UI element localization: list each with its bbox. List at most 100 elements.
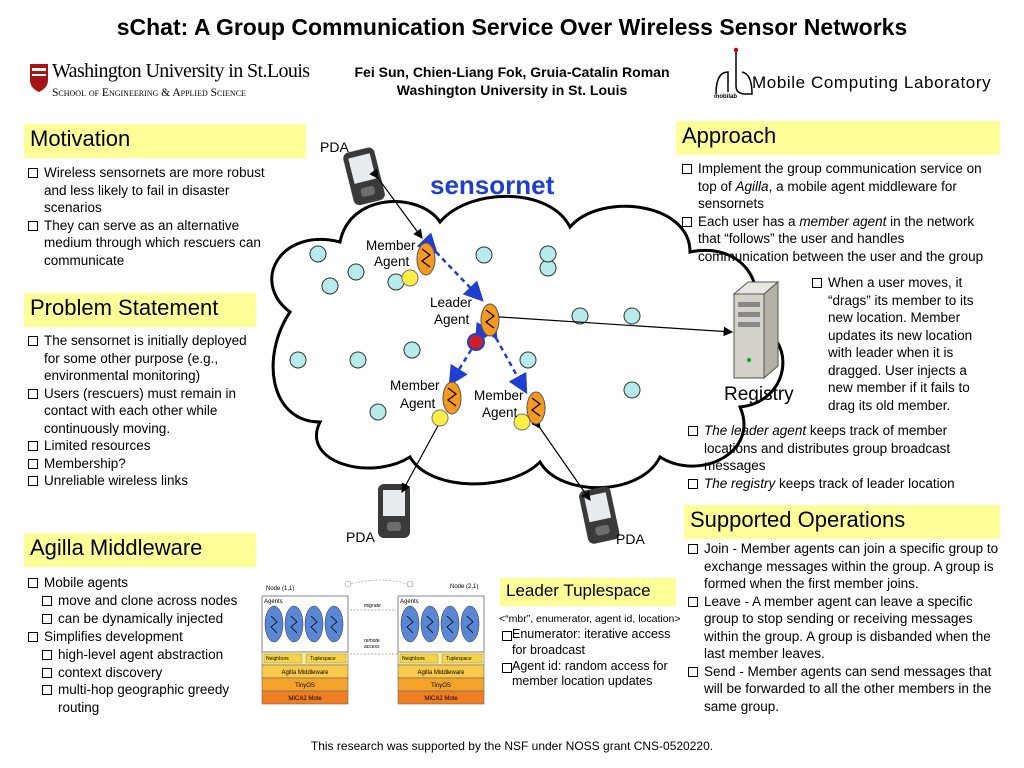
- mcl-logo-text: Mobile Computing Laboratory: [752, 73, 992, 92]
- member-leader-link: [478, 317, 528, 395]
- approach-list-2: The leader agent keeps track of member l…: [686, 422, 996, 492]
- pda-bottom-left: [378, 484, 410, 538]
- list-item: Send - Member agents can send messages t…: [686, 663, 1002, 716]
- list-item: Enumerator: iterative access for broadca…: [500, 627, 686, 659]
- agilla-list: Mobile agents: [26, 574, 258, 592]
- list-item: Agent id: random access for member locat…: [500, 659, 686, 691]
- supported-ops-header: Supported Operations: [684, 505, 1000, 539]
- tuple-format: <“mbr”, enumerator, agent id, location>: [499, 613, 681, 625]
- list-item: Each user has a member agent in the netw…: [680, 213, 988, 266]
- approach-side-list: When a user moves, it “drags” its member…: [810, 274, 992, 414]
- member-agent-top: [401, 242, 436, 287]
- member-label: Member: [474, 388, 524, 403]
- list-item: Limited resources: [26, 437, 262, 455]
- agilla-list-2: Simplifies development: [26, 628, 258, 646]
- author-block: Fei Sun, Chien-Liang Fok, Gruia-Catalin …: [330, 63, 694, 99]
- motivation-list: Wireless sensornets are more robust and …: [26, 164, 270, 269]
- washu-logo: Washington University in St.Louis School…: [28, 60, 310, 106]
- mobilab-text: mobilab: [714, 94, 738, 100]
- leader-agent-label: Agent: [434, 312, 470, 327]
- neighbors-label: Neighbors: [402, 656, 425, 662]
- list-item: Leave - A member agent can leave a speci…: [686, 593, 1002, 663]
- poster-title: sChat: A Group Communication Service Ove…: [116, 14, 908, 40]
- tinyos-label: TinyOS: [295, 683, 315, 689]
- washu-logo-school: School of Engineering & Applied Science: [52, 87, 246, 99]
- washu-logo-name: Washington University in St.Louis: [52, 60, 310, 82]
- list-item: Users (rescuers) must remain in contact …: [26, 385, 262, 438]
- agents-label: Agents: [264, 599, 283, 605]
- problem-header: Problem Statement: [24, 293, 256, 327]
- list-item: Mobile agents: [26, 574, 258, 592]
- mote-label: MICA2 Mote: [424, 696, 458, 702]
- member-label: Member: [390, 378, 440, 393]
- pda-member-link: [401, 412, 449, 494]
- middleware-label: Agilla Middleware: [417, 670, 465, 676]
- pda-member-link: [369, 168, 423, 239]
- problem-list: The sensornet is initially deployed for …: [26, 332, 262, 490]
- pda-label-top: PDA: [320, 139, 349, 155]
- pda-top: [342, 146, 387, 207]
- tuplespace-list: Enumerator: iterative access for broadca…: [500, 627, 686, 690]
- list-item: Wireless sensornets are more robust and …: [26, 164, 270, 217]
- list-item: Join - Member agents can join a specific…: [686, 540, 1002, 593]
- list-item: can be dynamically injected: [40, 610, 272, 628]
- shield-icon: [30, 64, 48, 92]
- list-item: The sensornet is initially deployed for …: [26, 332, 262, 385]
- sensornet-cloud: [270, 194, 785, 490]
- list-item: When a user moves, it “drags” its member…: [810, 274, 992, 414]
- funding-footer: This research was supported by the NSF u…: [310, 739, 714, 753]
- list-item: Unreliable wireless links: [26, 472, 262, 490]
- motivation-header: Motivation: [24, 124, 306, 158]
- migrate-label: migrate: [364, 603, 381, 609]
- mobile-computing-lab-logo: mobilab Mobile Computing Laboratory: [710, 44, 995, 104]
- tuplespace-label: Tuplespace: [310, 656, 336, 662]
- pda-member-link: [531, 418, 591, 501]
- member-agent-bottom-left: [431, 381, 462, 427]
- mobilab-icon: [715, 47, 753, 95]
- agilla-architecture-figure: Node (1,1) Node (2,1) Agents Agents Neig…: [258, 578, 498, 712]
- member-agent-label: Agent: [400, 396, 436, 411]
- member-label: Member: [366, 238, 416, 253]
- list-item: They can serve as an alternative medium …: [26, 217, 270, 270]
- author-affiliation: Washington University in St. Louis: [396, 82, 628, 98]
- antenna-icon: [344, 579, 414, 588]
- leader-registry-link: [491, 311, 734, 337]
- remote-label: remote: [364, 638, 380, 644]
- agents-label: Agents: [400, 599, 419, 605]
- list-item: multi-hop geographic greedy routing: [40, 681, 272, 716]
- list-item: context discovery: [40, 664, 272, 682]
- mote-label: MICA2 Mote: [288, 696, 322, 702]
- middleware-label: Agilla Middleware: [281, 670, 329, 676]
- list-item: The leader agent keeps track of member l…: [686, 422, 996, 475]
- tuplespace-label: Tuplespace: [446, 656, 472, 662]
- supported-ops-list: Join - Member agents can join a specific…: [686, 540, 1002, 715]
- pda-label-bottom-left: PDA: [346, 529, 375, 545]
- member-agent-label: Agent: [482, 405, 518, 420]
- author-names: Fei Sun, Chien-Liang Fok, Gruia-Catalin …: [354, 64, 670, 80]
- pda-label-bottom-right: PDA: [616, 531, 645, 547]
- registry-label: Registry: [724, 384, 794, 405]
- list-item: Implement the group communication servic…: [680, 160, 992, 213]
- member-leader-link: [416, 232, 484, 302]
- neighbors-label: Neighbors: [266, 656, 289, 662]
- agilla-header: Agilla Middleware: [24, 533, 256, 567]
- list-item: move and clone across nodes: [40, 592, 272, 610]
- access-label: access: [364, 644, 380, 650]
- sensornet-label: sensornet: [430, 170, 555, 200]
- node-2-label: Node (2,1): [450, 584, 478, 590]
- registry-server-icon: [732, 280, 780, 380]
- agilla-sublist-2: high-level agent abstraction context dis…: [26, 646, 272, 716]
- list-item: The registry keeps track of leader locat…: [686, 475, 996, 493]
- approach-list: Implement the group communication servic…: [680, 160, 992, 265]
- member-agent-label: Agent: [374, 254, 410, 269]
- node-1-label: Node (1,1): [266, 586, 294, 592]
- list-item: high-level agent abstraction: [40, 646, 272, 664]
- list-item: Simplifies development: [26, 628, 258, 646]
- agilla-sublist-1: move and clone across nodes can be dynam…: [26, 592, 272, 627]
- member-agent-bottom-right: [513, 391, 546, 431]
- approach-header: Approach: [676, 121, 1000, 155]
- tinyos-label: TinyOS: [431, 683, 451, 689]
- list-item: Membership?: [26, 455, 262, 473]
- leader-label: Leader: [430, 295, 473, 310]
- sensornet-diagram: sensornet PDA PDA PDA Registry: [250, 132, 810, 557]
